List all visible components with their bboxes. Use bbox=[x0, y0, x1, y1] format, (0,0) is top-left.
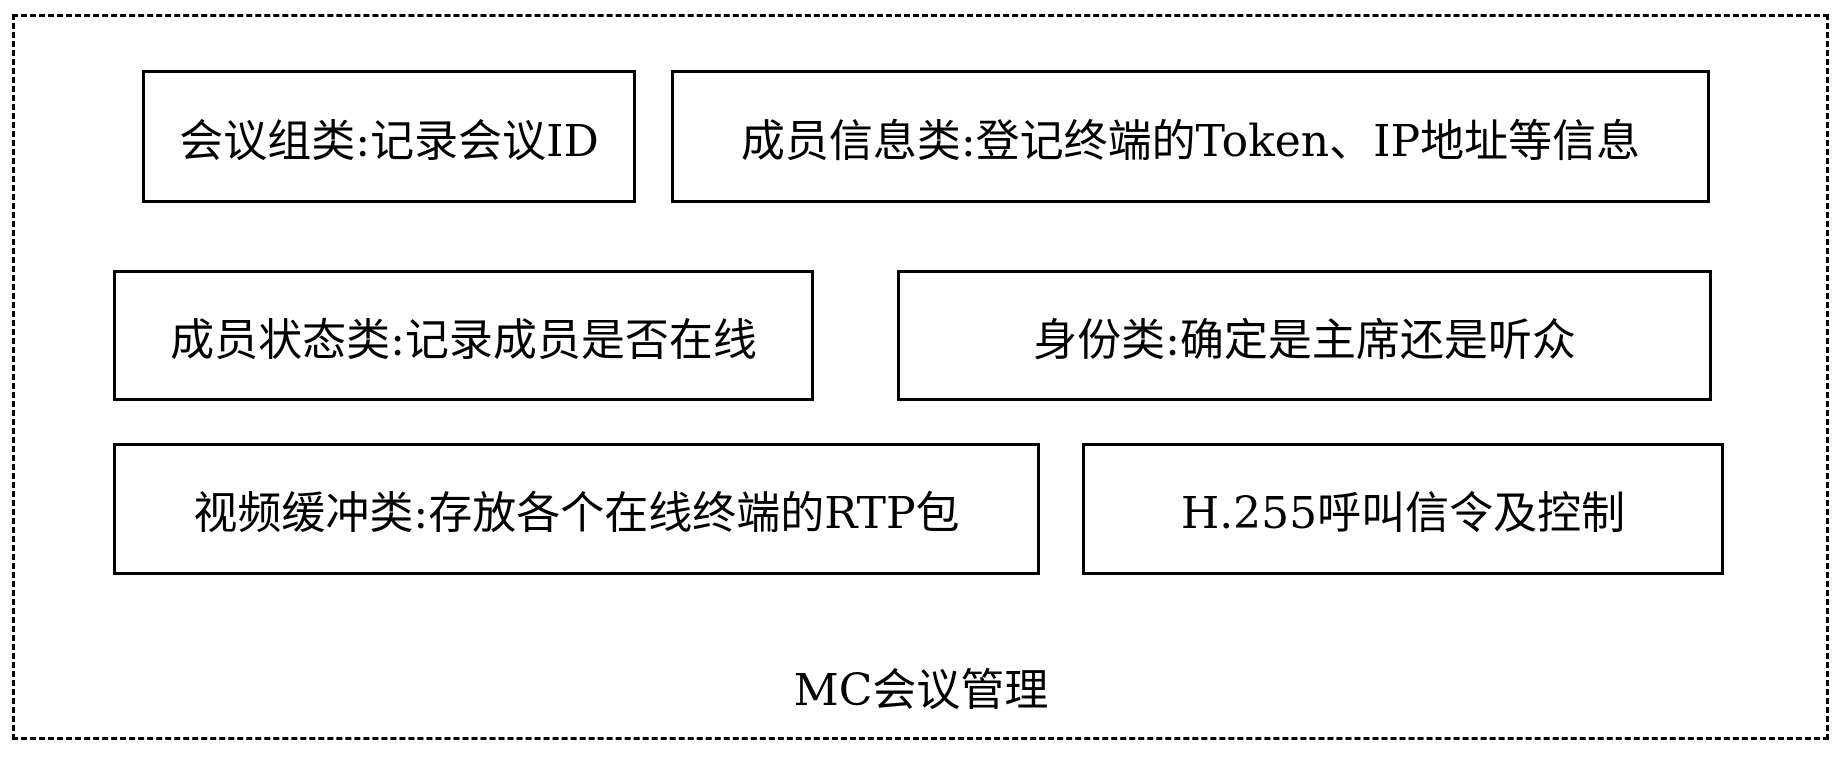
mc-conference-management-container bbox=[12, 14, 1829, 740]
module-label: 成员信息类:登记终端的Token、IP地址等信息 bbox=[740, 115, 1641, 167]
video-buffer-module: 视频缓冲类:存放各个在线终端的RTP包 bbox=[113, 443, 1040, 575]
container-caption: MC会议管理 bbox=[793, 665, 1049, 716]
module-label: H.255呼叫信令及控制 bbox=[1180, 488, 1626, 539]
module-label: 视频缓冲类:存放各个在线终端的RTP包 bbox=[193, 488, 960, 539]
module-label: 成员状态类:记录成员是否在线 bbox=[170, 314, 757, 366]
call-signaling-control-module: H.255呼叫信令及控制 bbox=[1082, 443, 1724, 575]
module-label: 会议组类:记录会议ID bbox=[179, 115, 599, 167]
identity-module: 身份类:确定是主席还是听众 bbox=[897, 270, 1712, 401]
conference-group-module: 会议组类:记录会议ID bbox=[142, 70, 636, 203]
module-label: 身份类:确定是主席还是听众 bbox=[1033, 314, 1576, 366]
member-info-module: 成员信息类:登记终端的Token、IP地址等信息 bbox=[671, 70, 1710, 203]
member-status-module: 成员状态类:记录成员是否在线 bbox=[113, 270, 814, 401]
